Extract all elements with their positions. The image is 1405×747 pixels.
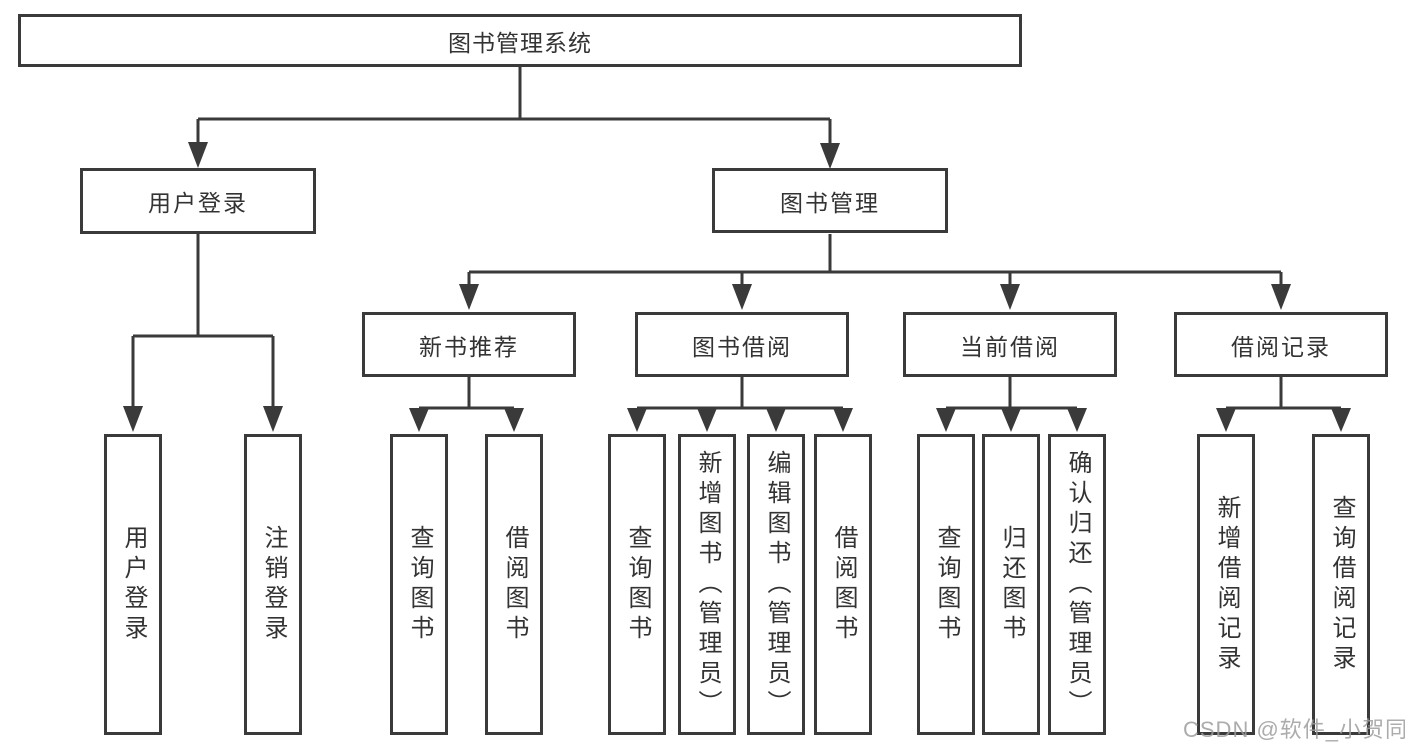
node-user-login: 用户登录 xyxy=(80,168,316,234)
node-current-borrowing: 当前借阅 xyxy=(903,312,1117,377)
leaf-query-books-current: 查询图书 xyxy=(917,434,975,735)
leaf-borrow-books-recommend: 借阅图书 xyxy=(485,434,543,735)
csdn-watermark: CSDN @软件_小贺同学 xyxy=(1183,717,1405,742)
leaf-return-books: 归还图书 xyxy=(982,434,1040,735)
leaf-logout: 注销登录 xyxy=(244,434,302,735)
node-library-management-system: 图书管理系统 xyxy=(18,14,1022,67)
leaf-add-book-admin: 新增图书（管理员） xyxy=(678,434,736,735)
leaf-borrow-books: 借阅图书 xyxy=(814,434,872,735)
leaf-user-login: 用户登录 xyxy=(104,434,162,735)
leaf-query-books-borrowing: 查询图书 xyxy=(608,434,666,735)
node-new-book-recommendation: 新书推荐 xyxy=(362,312,576,377)
node-borrowing-records: 借阅记录 xyxy=(1174,312,1388,377)
leaf-confirm-return-admin: 确认归还（管理员） xyxy=(1048,434,1106,735)
node-book-borrowing: 图书借阅 xyxy=(635,312,849,377)
leaf-add-borrow-record: 新增借阅记录 xyxy=(1197,434,1255,735)
leaf-query-borrow-record: 查询借阅记录 xyxy=(1312,434,1370,735)
node-book-management: 图书管理 xyxy=(712,168,948,233)
arrowheads xyxy=(123,142,1351,432)
leaf-edit-book-admin: 编辑图书（管理员） xyxy=(747,434,805,735)
leaf-query-books-recommend: 查询图书 xyxy=(390,434,448,735)
